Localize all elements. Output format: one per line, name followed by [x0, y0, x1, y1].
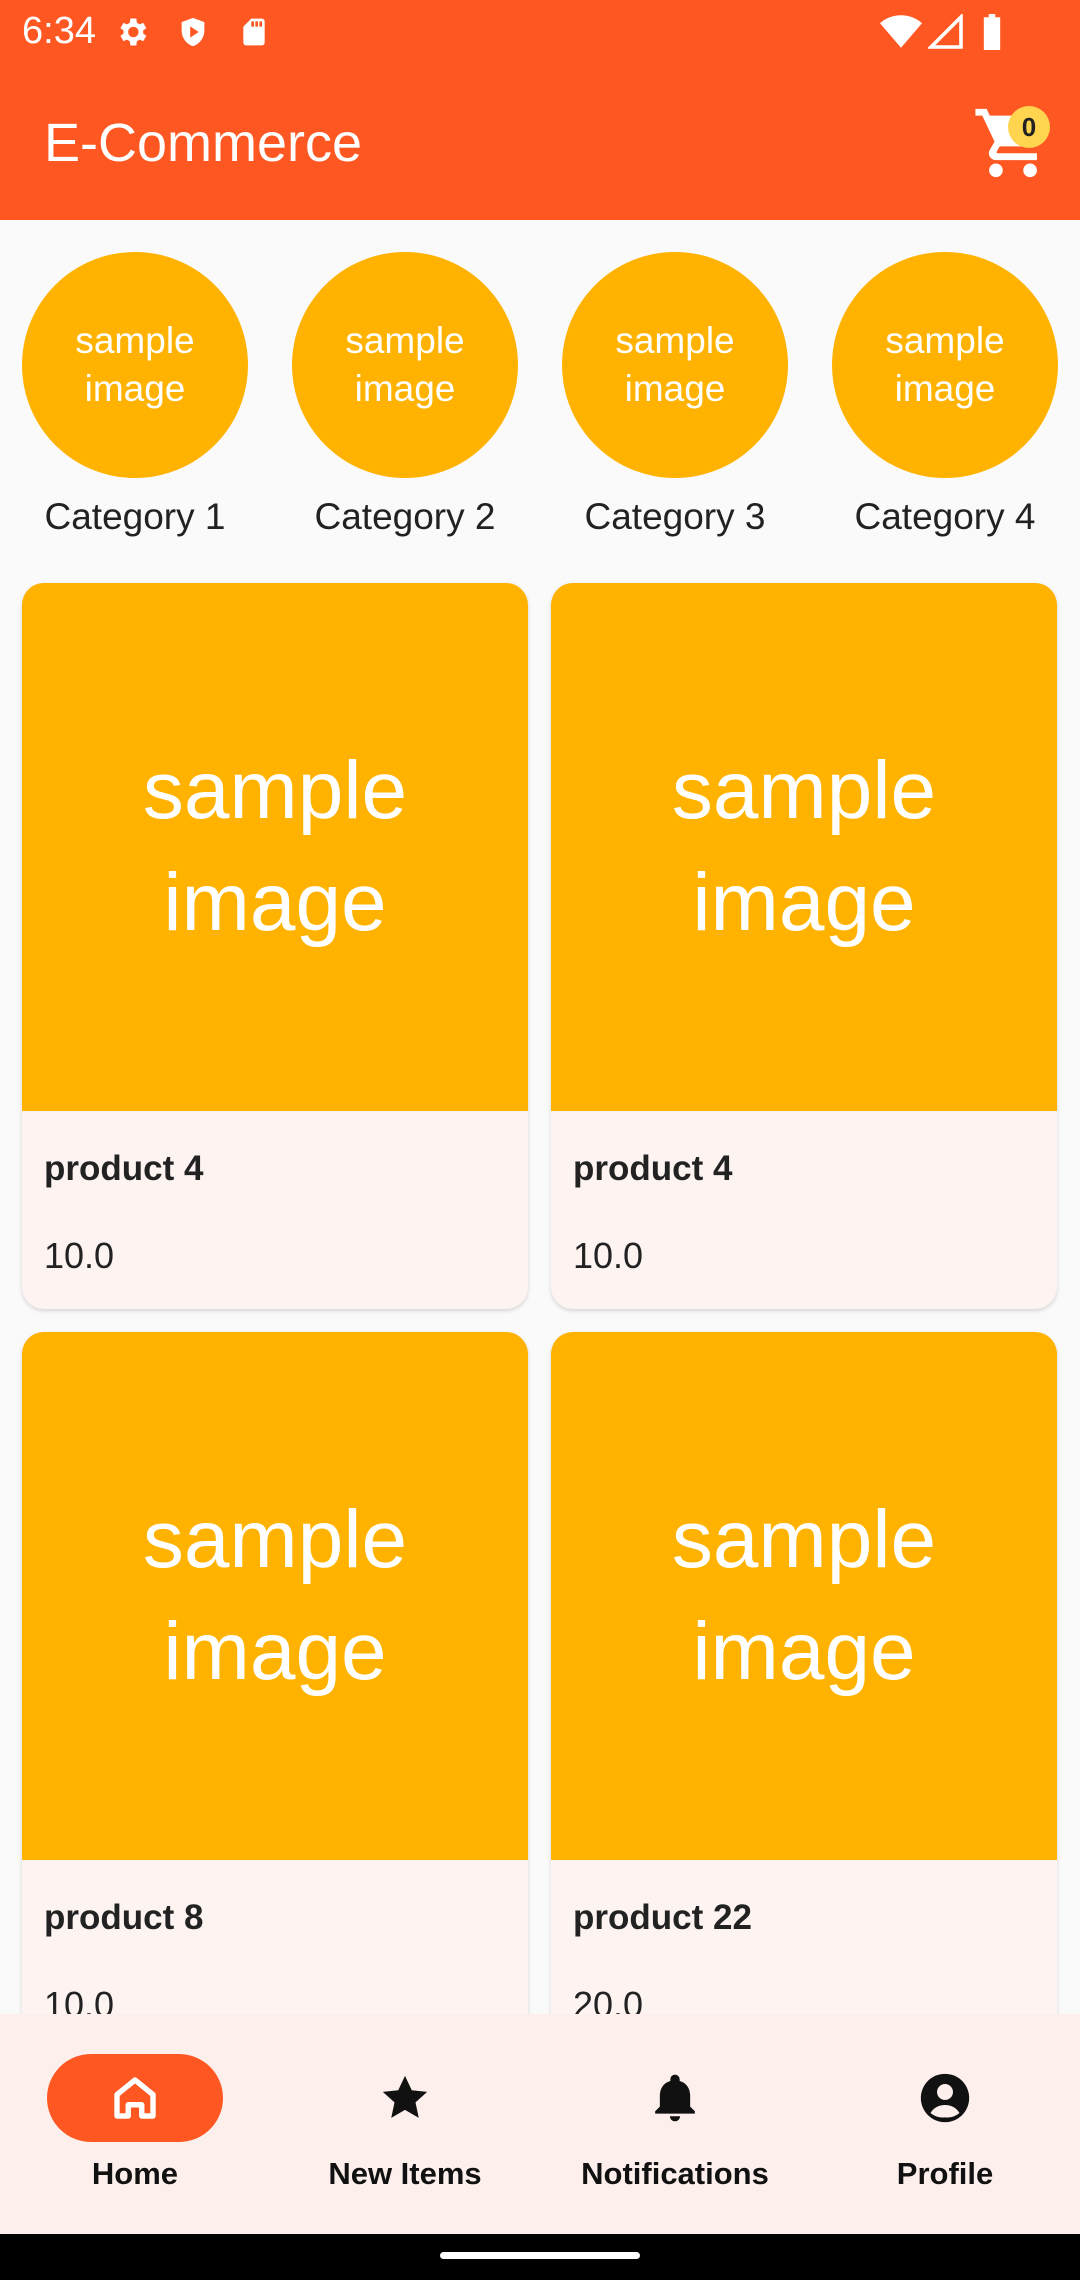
product-name: product 22 — [573, 1898, 752, 1937]
placeholder-text: sample — [885, 320, 1005, 361]
bottom-navigation: Home New Items Notifications Profile — [0, 2014, 1080, 2234]
category-image: sample image — [832, 252, 1058, 478]
category-label: Category 3 — [584, 496, 766, 537]
gesture-handle[interactable] — [440, 2252, 640, 2259]
nav-profile[interactable]: Profile — [810, 2054, 1080, 2192]
product-price: 10.0 — [573, 1235, 644, 1276]
system-gesture-bar — [0, 2234, 1080, 2280]
wifi-icon — [880, 14, 922, 55]
placeholder-text: sample — [345, 320, 465, 361]
category-item[interactable]: sample image Category 2 — [292, 252, 518, 538]
placeholder-text: sample — [615, 320, 735, 361]
star-icon — [382, 2075, 428, 2118]
status-time: 6:34 — [22, 10, 96, 52]
home-icon — [114, 2077, 156, 2119]
nav-label: Profile — [896, 2156, 994, 2191]
category-label: Category 2 — [314, 496, 496, 537]
nav-new-items[interactable]: New Items — [270, 2054, 540, 2192]
product-price: 10.0 — [44, 1235, 115, 1276]
nav-label: Home — [91, 2156, 179, 2191]
product-card[interactable]: sample image product 22 20.0 — [551, 1332, 1057, 2058]
product-image: sample image — [551, 583, 1057, 1111]
sd-card-icon — [238, 14, 270, 55]
product-image: sample image — [551, 1332, 1057, 1860]
placeholder-text: sample — [142, 1494, 408, 1585]
placeholder-text: image — [624, 368, 726, 409]
product-card[interactable]: sample image product 4 10.0 — [22, 583, 528, 1309]
nav-indicator — [857, 2054, 1033, 2142]
category-label: Category 4 — [854, 496, 1036, 537]
placeholder-text: sample — [671, 745, 937, 836]
placeholder-text: sample — [142, 745, 408, 836]
category-item[interactable]: sample image Category 4 — [832, 252, 1058, 538]
placeholder-text: sample — [75, 320, 195, 361]
nav-indicator — [317, 2054, 493, 2142]
placeholder-text: image — [692, 857, 916, 948]
signal-icon — [926, 12, 964, 55]
app-header: 6:34 E-Commerce 0 — [0, 0, 1080, 220]
nav-home[interactable]: Home — [0, 2054, 270, 2192]
product-image: sample image — [22, 1332, 528, 1860]
category-item[interactable]: sample image Category 3 — [562, 252, 788, 538]
nav-notifications[interactable]: Notifications — [540, 2054, 810, 2192]
profile-icon — [920, 2073, 970, 2123]
placeholder-text: image — [894, 368, 996, 409]
product-image: sample image — [22, 583, 528, 1111]
category-item[interactable]: sample image Category 1 — [22, 252, 248, 538]
product-name: product 8 — [44, 1898, 204, 1937]
product-card[interactable]: sample image product 8 10.0 — [22, 1332, 528, 2058]
placeholder-text: image — [84, 368, 186, 409]
nav-indicator — [47, 2054, 223, 2142]
category-image: sample image — [22, 252, 248, 478]
nav-indicator — [587, 2054, 763, 2142]
placeholder-text: image — [354, 368, 456, 409]
placeholder-text: image — [163, 1606, 387, 1697]
product-name: product 4 — [44, 1149, 204, 1188]
nav-label: New Items — [328, 2156, 482, 2191]
settings-icon — [114, 14, 150, 55]
placeholder-text: sample — [671, 1494, 937, 1585]
cart-count-badge: 0 — [1008, 106, 1050, 148]
placeholder-text: image — [163, 857, 387, 948]
product-card[interactable]: sample image product 4 10.0 — [551, 583, 1057, 1309]
app-title: E-Commerce — [44, 113, 363, 173]
shield-play-icon — [176, 14, 210, 55]
category-label: Category 1 — [44, 496, 226, 537]
nav-label: Notifications — [581, 2156, 769, 2191]
category-image: sample image — [562, 252, 788, 478]
battery-icon — [980, 14, 1004, 55]
product-name: product 4 — [573, 1149, 733, 1188]
category-image: sample image — [292, 252, 518, 478]
bell-icon — [655, 2074, 695, 2122]
placeholder-text: image — [692, 1606, 916, 1697]
status-bar: 6:34 — [0, 0, 1080, 64]
